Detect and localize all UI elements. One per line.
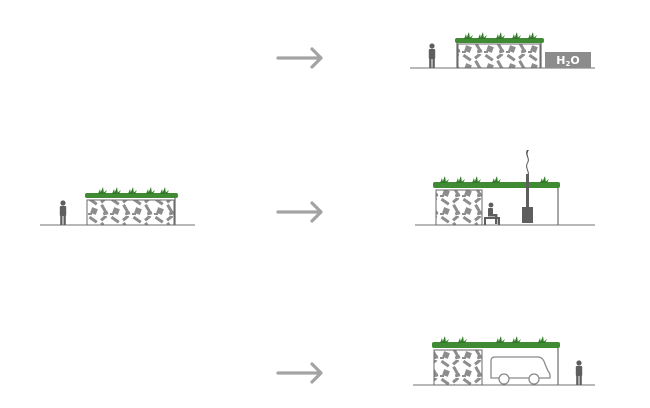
gabion-cage xyxy=(435,189,483,226)
grass-icon xyxy=(464,32,537,39)
gabion-wall xyxy=(434,350,482,385)
car-icon xyxy=(490,356,551,385)
person-icon xyxy=(59,200,67,225)
gabion-wall xyxy=(458,44,540,68)
green-roof xyxy=(455,38,544,43)
variant-water-storage: H2O xyxy=(410,32,595,69)
grass-icon xyxy=(440,176,549,183)
gabion-cage xyxy=(433,349,483,386)
gabion-cage xyxy=(86,199,175,226)
variant-sauna xyxy=(415,150,595,226)
green-roof xyxy=(85,193,178,198)
base-structure xyxy=(40,187,195,226)
gabion-wall xyxy=(87,200,174,225)
seated-person-icon xyxy=(488,202,498,224)
bench xyxy=(484,217,500,225)
gabion-cage xyxy=(457,43,541,69)
grass-icon xyxy=(98,187,169,194)
arrow-right-icon xyxy=(276,47,323,69)
green-roof xyxy=(432,342,560,348)
water-label: H2O xyxy=(556,54,579,68)
stove-icon xyxy=(522,150,533,223)
grass-icon xyxy=(440,336,547,343)
variant-carport xyxy=(413,336,595,386)
person-icon xyxy=(428,43,436,68)
arrow-right-icon xyxy=(276,201,323,223)
arrow-right-icon xyxy=(276,362,323,384)
person-icon xyxy=(575,360,583,385)
gabion-wall xyxy=(436,190,482,225)
water-tank: H2O xyxy=(545,52,591,68)
